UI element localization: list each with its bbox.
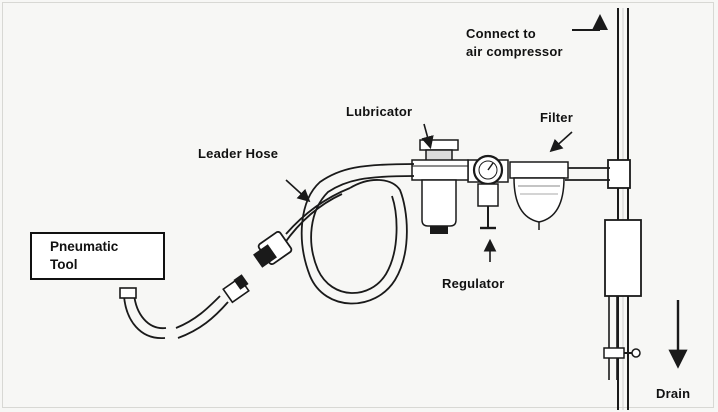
connect-label-line2: air compressor: [466, 44, 563, 59]
whip-hose: [119, 287, 229, 339]
tee-fitting: [607, 159, 631, 189]
quick-connect-plug: [222, 274, 250, 304]
regulator-label: Regulator: [442, 276, 505, 291]
leader-hose: [283, 163, 415, 305]
lubricator-unit: [411, 139, 469, 234]
drain-label: Drain: [656, 386, 691, 401]
lubricator-label: Lubricator: [346, 104, 413, 119]
diagram-frame: [2, 2, 714, 408]
horizontal-feed-pipe: [565, 167, 610, 181]
pointer-arrows: [285, 123, 573, 262]
drain-valve: [603, 347, 641, 359]
connect-label-line1: Connect to: [466, 26, 536, 41]
pneumatic-tool-label: Pneumatic Tool: [50, 238, 118, 274]
drain-leg: [604, 219, 642, 380]
compressor-arrow: [572, 14, 608, 31]
pneumatic-tool-line2: Tool: [50, 257, 78, 272]
vertical-supply-pipe: [617, 8, 629, 410]
regulator-unit: [467, 154, 509, 230]
pneumatic-tool-box: Pneumatic Tool: [30, 232, 165, 280]
filter-label: Filter: [540, 110, 573, 125]
pneumatic-tool-line1: Pneumatic: [50, 239, 119, 254]
filter-unit: [509, 161, 569, 230]
hose-coupler: [253, 230, 293, 268]
leader-hose-label: Leader Hose: [198, 146, 279, 161]
